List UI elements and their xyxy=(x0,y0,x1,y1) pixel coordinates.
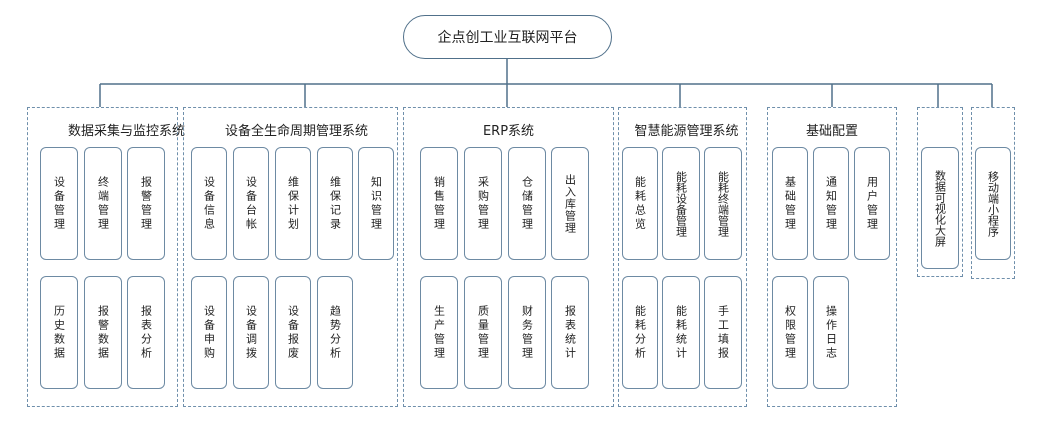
node-report-analysis: 报表分析 xyxy=(127,276,165,389)
node-finance-management: 财务管理 xyxy=(508,276,546,389)
node-terminal-management: 终端管理 xyxy=(84,147,122,260)
node-maintenance-record: 维保记录 xyxy=(317,147,353,260)
node-energy-terminal-management: 能耗终端管理 xyxy=(704,147,742,260)
node-notification-management: 通知管理 xyxy=(813,147,849,260)
group-basic-config: 基础配置 xyxy=(767,107,897,407)
node-sales-management: 销售管理 xyxy=(420,147,458,260)
node-operation-log: 操作日志 xyxy=(813,276,849,389)
node-energy-device-management: 能耗设备管理 xyxy=(662,147,700,260)
node-alarm-management: 报警管理 xyxy=(127,147,165,260)
node-maintenance-plan: 维保计划 xyxy=(275,147,311,260)
node-basic-management: 基础管理 xyxy=(772,147,808,260)
node-energy-statistics: 能耗统计 xyxy=(662,276,700,389)
node-data-visualization-screen: 数据可视化大屏 xyxy=(921,147,959,269)
group-data-visualization xyxy=(917,107,963,277)
node-user-management: 用户管理 xyxy=(854,147,890,260)
group-title: 智慧能源管理系统 xyxy=(634,124,739,139)
node-equipment-ledger: 设备台帐 xyxy=(233,147,269,260)
node-equipment-scrap: 设备报废 xyxy=(275,276,311,389)
node-equipment-purchase: 设备申购 xyxy=(191,276,227,389)
node-permission-management: 权限管理 xyxy=(772,276,808,389)
node-manual-entry: 手工填报 xyxy=(704,276,742,389)
group-erp: ERP系统 xyxy=(403,107,614,407)
node-equipment-info: 设备信息 xyxy=(191,147,227,260)
node-equipment-transfer: 设备调拨 xyxy=(233,276,269,389)
group-equipment-lifecycle: 设备全生命周期管理系统 xyxy=(183,107,398,407)
group-mobile-miniapp xyxy=(971,107,1015,279)
node-trend-analysis: 趋势分析 xyxy=(317,276,353,389)
node-knowledge-management: 知识管理 xyxy=(358,147,394,260)
node-quality-management: 质量管理 xyxy=(464,276,502,389)
node-energy-analysis: 能耗分析 xyxy=(622,276,658,389)
group-title: 数据采集与监控系统 xyxy=(68,124,186,139)
node-inout-management: 出入库管理 xyxy=(551,147,589,260)
root-node: 企点创工业互联网平台 xyxy=(403,15,612,59)
node-alarm-data: 报警数据 xyxy=(84,276,122,389)
group-data-acquisition: 数据采集与监控系统 xyxy=(27,107,186,407)
node-warehouse-management: 仓储管理 xyxy=(508,147,546,260)
node-device-management: 设备管理 xyxy=(40,147,78,260)
node-procurement-management: 采购管理 xyxy=(464,147,502,260)
node-mobile-miniapp: 移动端小程序 xyxy=(975,147,1011,260)
node-production-management: 生产管理 xyxy=(420,276,458,389)
group-title: 设备全生命周期管理系统 xyxy=(224,124,368,139)
group-title: ERP系统 xyxy=(482,124,535,139)
root-label: 企点创工业互联网平台 xyxy=(437,30,578,46)
node-energy-overview: 能耗总览 xyxy=(622,147,658,260)
group-title: 基础配置 xyxy=(805,124,858,139)
node-report-statistics: 报表统计 xyxy=(551,276,589,389)
group-smart-energy: 智慧能源管理系统 xyxy=(618,107,747,407)
node-history-data: 历史数据 xyxy=(40,276,78,389)
